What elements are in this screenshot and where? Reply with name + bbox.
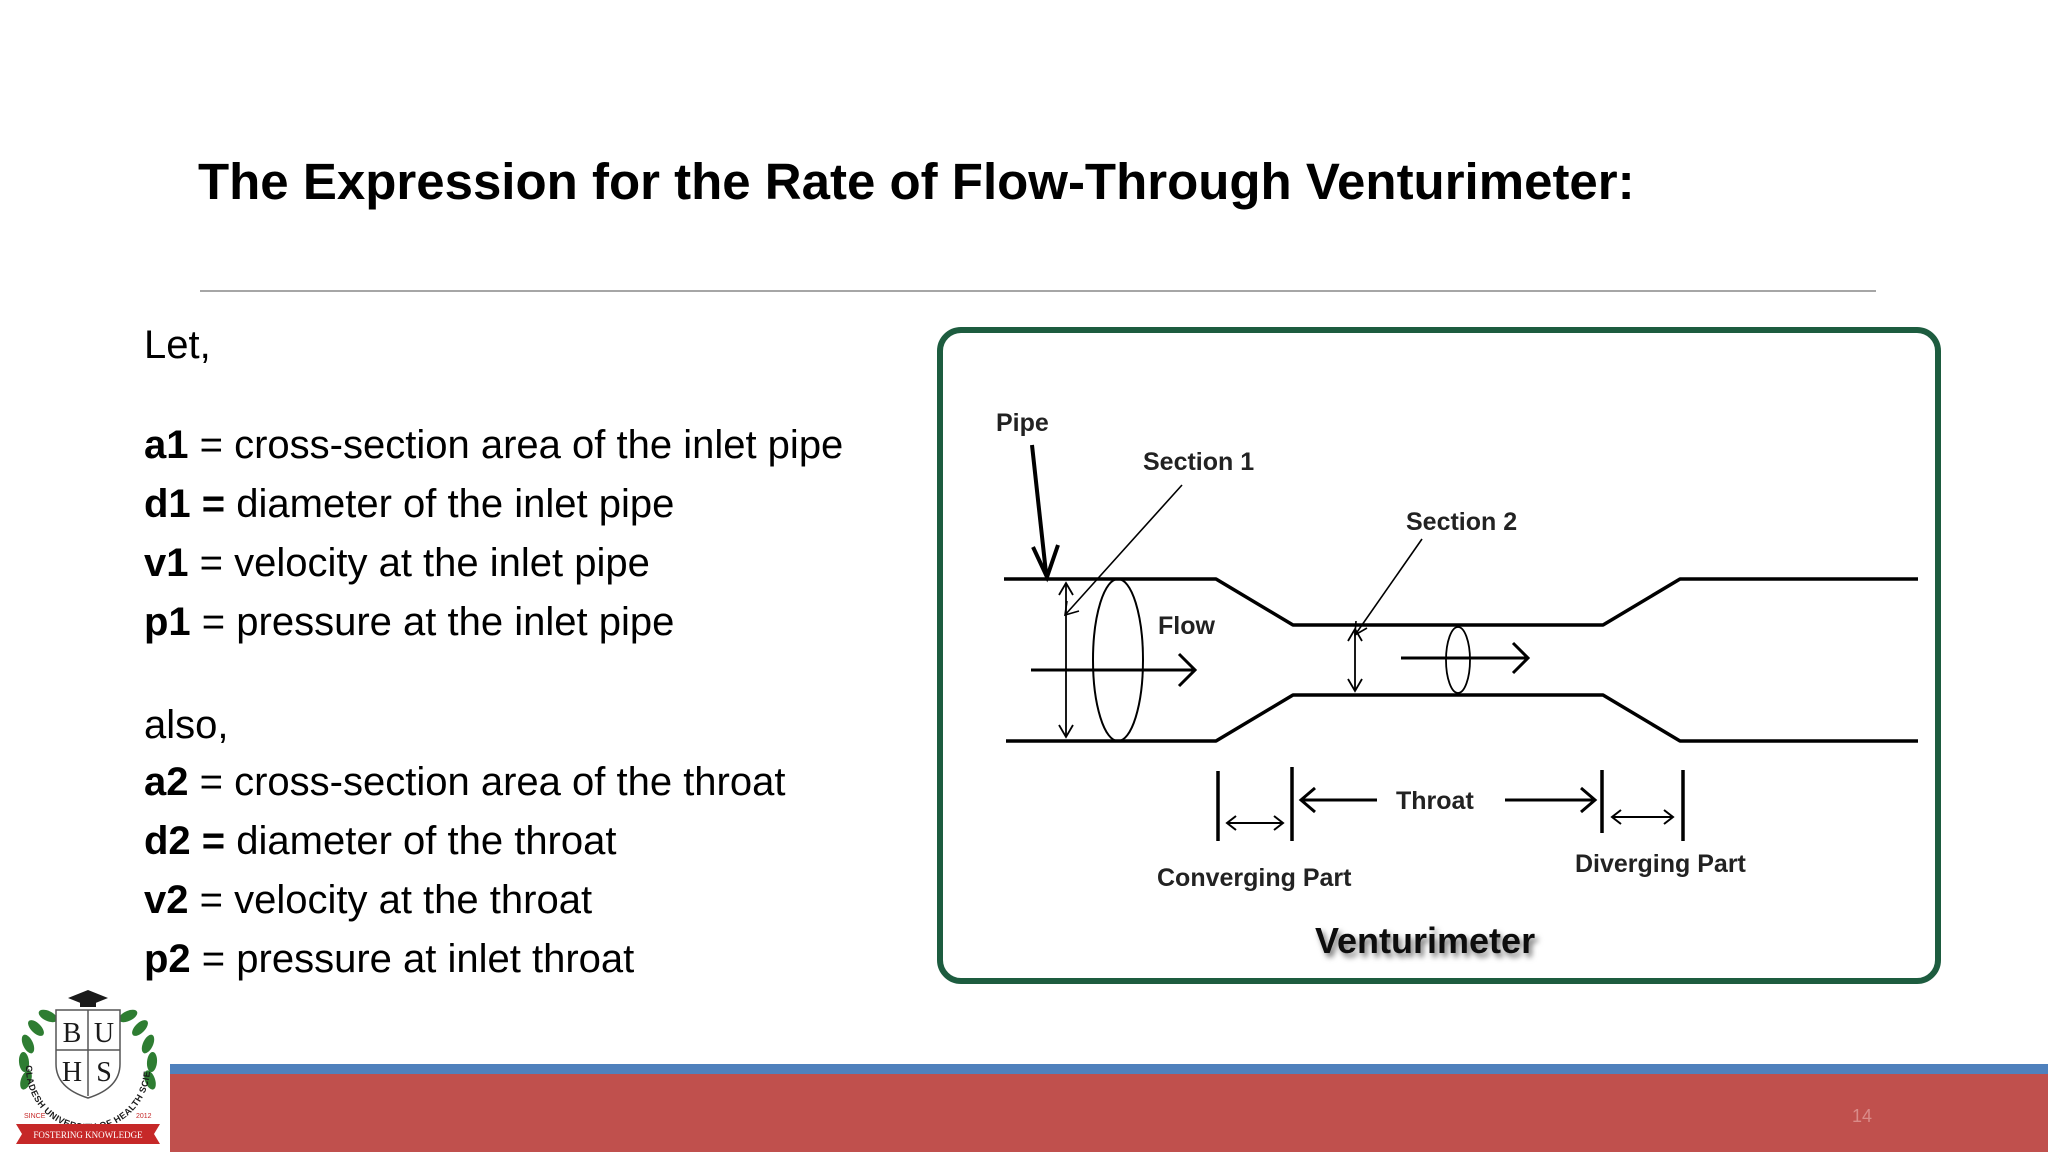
pipe-leader	[1030, 444, 1048, 574]
symbol: d2 =	[144, 819, 226, 863]
also-text: also,	[144, 703, 229, 747]
section1-leader	[1064, 484, 1183, 616]
intro-text: Let,	[144, 323, 211, 367]
symbol: p1	[144, 600, 191, 644]
logo-motto: FOSTERING KNOWLEDGE	[33, 1130, 143, 1140]
symbol: p2	[144, 937, 191, 981]
definition-a1: a1 = cross-section area of the inlet pip…	[144, 416, 843, 475]
logo-since-left: SINCE	[24, 1113, 46, 1120]
definition-text: = pressure at inlet throat	[190, 937, 635, 981]
symbol: v2	[144, 878, 189, 922]
symbol: a2	[144, 760, 189, 804]
footer-red-band	[170, 1074, 2048, 1152]
definition-d2: d2 = diameter of the throat	[144, 812, 785, 871]
venturimeter-svg: Pipe Section 1 Section 2 Flow Throat Con…	[996, 409, 1918, 961]
logo-letter-u: U	[94, 1018, 114, 1049]
inlet-definitions: a1 = cross-section area of the inlet pip…	[144, 416, 843, 652]
definition-a2: a2 = cross-section area of the throat	[144, 753, 785, 812]
throat-label: Throat	[1396, 787, 1474, 815]
converging-label: Converging Part	[1157, 864, 1352, 892]
title-divider	[200, 290, 1876, 292]
definition-text: = cross-section area of the inlet pipe	[188, 423, 844, 467]
definition-text: = pressure at the inlet pipe	[190, 600, 675, 644]
symbol: a1	[144, 423, 189, 467]
diagram-caption: Venturimeter	[1315, 920, 1535, 961]
pipe-top-wall	[1004, 577, 1918, 627]
pipe-bottom-wall	[1006, 693, 1918, 743]
definition-p1: p1 = pressure at the inlet pipe	[144, 593, 843, 652]
definition-v1: v1 = velocity at the inlet pipe	[144, 534, 843, 593]
logo-letter-h: H	[62, 1057, 82, 1088]
page-number: 14	[1852, 1106, 1873, 1126]
definition-v2: v2 = velocity at the throat	[144, 871, 785, 930]
slide-title: The Expression for the Rate of Flow-Thro…	[198, 153, 1635, 210]
section2-leader	[1354, 538, 1423, 636]
diverging-label: Diverging Part	[1575, 850, 1747, 878]
definition-text: = velocity at the throat	[188, 878, 593, 922]
logo-letter-b: B	[63, 1018, 82, 1049]
logo-letter-s: S	[96, 1057, 112, 1088]
section2-ellipse	[1445, 626, 1471, 694]
pipe-label: Pipe	[996, 409, 1049, 437]
definition-p2: p2 = pressure at inlet throat	[144, 930, 785, 989]
definition-text: = cross-section area of the throat	[188, 760, 786, 804]
symbol: d1 =	[144, 482, 226, 526]
symbol: v1	[144, 541, 189, 585]
definition-d1: d1 = diameter of the inlet pipe	[144, 475, 843, 534]
flow-label: Flow	[1158, 612, 1215, 640]
definition-text: = velocity at the inlet pipe	[188, 541, 650, 585]
section2-label: Section 2	[1406, 508, 1517, 536]
definition-text: diameter of the throat	[225, 819, 617, 863]
logo-emblem: B U H S BANGLADESH UNIVERSITY OF HEALTH …	[5, 976, 160, 1144]
footer-blue-band	[170, 1064, 2048, 1074]
section1-ellipse	[1092, 578, 1144, 742]
definition-text: diameter of the inlet pipe	[225, 482, 675, 526]
buhs-logo: B U H S BANGLADESH UNIVERSITY OF HEALTH …	[5, 976, 168, 1152]
throat-definitions: a2 = cross-section area of the throat d2…	[144, 753, 785, 989]
logo-since-right: 2012	[136, 1113, 152, 1120]
venturimeter-diagram: Pipe Section 1 Section 2 Flow Throat Con…	[937, 327, 1941, 984]
section1-label: Section 1	[1143, 448, 1254, 476]
